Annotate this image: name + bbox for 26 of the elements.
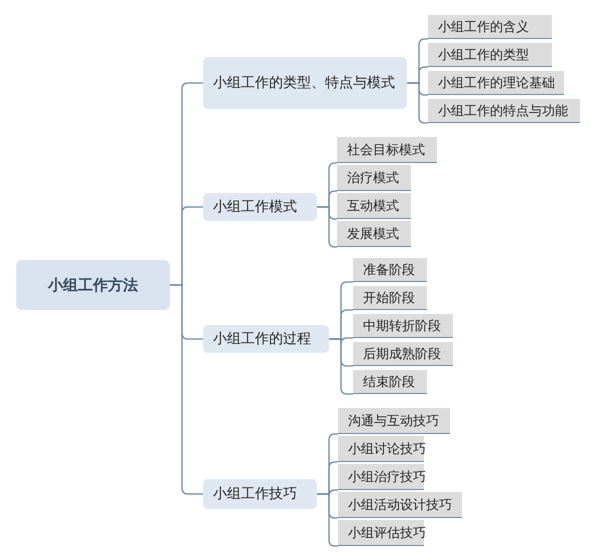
subtopic-box: 小组评估技巧 xyxy=(338,520,424,546)
connector-line xyxy=(407,82,428,124)
subtopic-box: 发展模式 xyxy=(337,221,411,247)
connector-line xyxy=(170,284,203,495)
subtopic-box: 准备阶段 xyxy=(353,258,427,282)
topic-box: 小组工作的类型、特点与模式 xyxy=(203,57,407,109)
connector-line xyxy=(317,493,338,547)
subtopic-box: 小组治疗技巧 xyxy=(338,464,424,490)
subtopic-box: 社会目标模式 xyxy=(337,137,437,163)
subtopic-box: 小组工作的含义 xyxy=(428,15,552,39)
central-topic-box: 小组工作方法 xyxy=(16,260,170,310)
subtopic-box: 沟通与互动技巧 xyxy=(338,408,450,434)
subtopic-box: 结束阶段 xyxy=(353,370,427,394)
subtopic-box: 后期成熟阶段 xyxy=(353,342,453,366)
subtopic-box: 小组讨论技巧 xyxy=(338,436,424,462)
topic-box: 小组工作技巧 xyxy=(203,479,317,509)
topic-box: 小组工作的过程 xyxy=(203,325,329,353)
subtopic-box: 开始阶段 xyxy=(353,286,427,310)
subtopic-box: 小组工作的理论基础 xyxy=(428,71,564,95)
subtopic-box: 小组工作的特点与功能 xyxy=(428,99,580,123)
subtopic-box: 小组工作的类型 xyxy=(428,43,552,67)
subtopic-box: 互动模式 xyxy=(337,193,411,219)
subtopic-box: 中期转折阶段 xyxy=(353,314,453,338)
topic-box: 小组工作模式 xyxy=(203,193,317,221)
subtopic-box: 治疗模式 xyxy=(337,165,411,191)
subtopic-box: 小组活动设计技巧 xyxy=(338,492,462,518)
